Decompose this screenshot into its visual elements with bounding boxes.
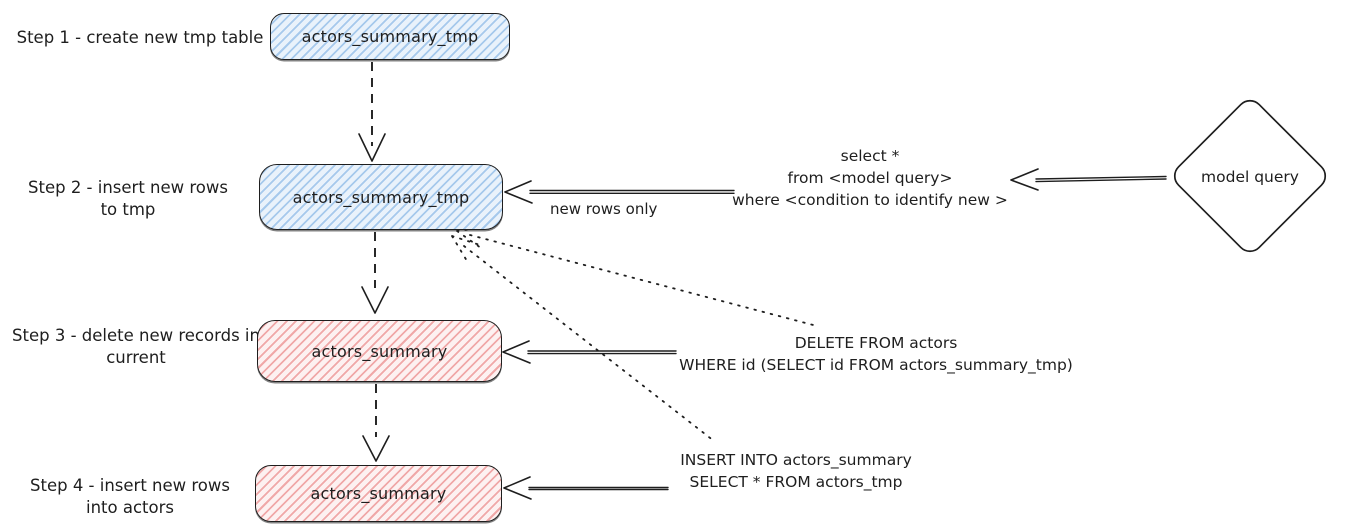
select-query-line3: where <condition to identify new > [732, 191, 1008, 209]
node-actors-summary-tmp-step1: actors_summary_tmp [270, 13, 510, 60]
arrow-step3-to-step4 [362, 384, 390, 462]
select-query-line1: select * [840, 147, 900, 165]
step-4-line1: Step 4 - insert new rows [30, 476, 230, 495]
select-query-line2: from <model query> [787, 169, 953, 187]
node-actors-summary-step4: actors_summary [255, 465, 502, 522]
delete-query-line1: DELETE FROM actors [794, 334, 958, 352]
select-query-text: select * from <model query> where <condi… [720, 145, 1020, 211]
arrow-model-query-to-select [1010, 168, 1167, 191]
delete-query-line2: WHERE id (SELECT id FROM actors_summary_… [679, 356, 1073, 374]
step-1-line1: Step 1 - create new tmp table [16, 28, 264, 47]
step-2-label: Step 2 - insert new rows to tmp [22, 177, 234, 221]
node-label: actors_summary_tmp [301, 27, 479, 46]
step-3-line1: Step 3 - delete new records in [12, 326, 260, 345]
step-1-label: Step 1 - create new tmp table [14, 27, 266, 49]
model-query-label: model query [1201, 168, 1299, 186]
node-label: actors_summary_tmp [292, 187, 470, 207]
dotted-arrow-delete-ref-tmp [456, 226, 818, 327]
delete-query-text: DELETE FROM actors WHERE id (SELECT id F… [671, 332, 1081, 376]
step-3-line2: current [106, 348, 166, 367]
new-rows-only-label: new rows only [550, 200, 658, 218]
step-4-label: Step 4 - insert new rows into actors [24, 475, 236, 519]
insert-query-line1: INSERT INTO actors_summary [680, 451, 912, 469]
arrow-delete-to-actors-summary [502, 340, 677, 364]
step-2-line2: to tmp [100, 200, 156, 219]
step-3-label: Step 3 - delete new records in current [8, 325, 264, 369]
step-2-line1: Step 2 - insert new rows [28, 178, 228, 197]
step-4-line2: into actors [86, 498, 174, 517]
node-actors-summary-tmp-step2: actors_summary_tmp [259, 164, 503, 230]
arrow-step2-to-step3 [361, 232, 389, 314]
insert-query-text: INSERT INTO actors_summary SELECT * FROM… [646, 449, 946, 493]
node-label: actors_summary [310, 484, 447, 503]
insert-query-line2: SELECT * FROM actors_tmp [689, 473, 903, 491]
node-actors-summary-step3: actors_summary [257, 320, 502, 382]
node-label: actors_summary [311, 341, 448, 361]
arrow-insert-to-actors-summary [503, 476, 669, 500]
arrow-step1-to-step2 [358, 62, 386, 162]
